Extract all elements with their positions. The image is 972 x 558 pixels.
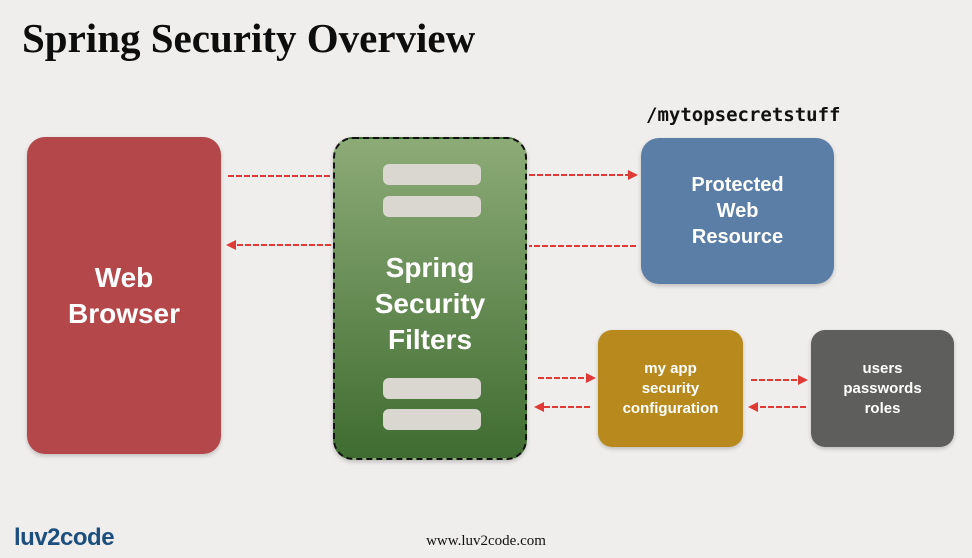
luv2code-logo: luv2code (14, 524, 115, 551)
web-browser-box: Web Browser (27, 137, 221, 454)
app-security-config-label: my app security configuration (622, 359, 719, 417)
spring-security-filters-box: Spring Security Filters (333, 137, 527, 460)
web-browser-label: Web Browser (67, 261, 181, 329)
filters-label: Spring Security Filters (374, 251, 486, 355)
app-security-config-box: my app security configuration (598, 330, 743, 447)
filter-slot-3 (383, 378, 481, 399)
credentials-label: users passwords roles (843, 359, 922, 417)
footer-website: www.luv2code.com (426, 533, 546, 549)
filter-slot-4 (383, 409, 481, 430)
filter-slot-1 (383, 164, 481, 185)
slide-title: Spring Security Overview (22, 15, 476, 61)
filter-slot-2 (383, 196, 481, 217)
protected-resource-label: Protected Web Resource (691, 174, 784, 248)
url-label: /mytopsecretstuff (646, 104, 841, 126)
credentials-box: users passwords roles (811, 330, 954, 447)
protected-resource-box: Protected Web Resource (641, 138, 834, 284)
